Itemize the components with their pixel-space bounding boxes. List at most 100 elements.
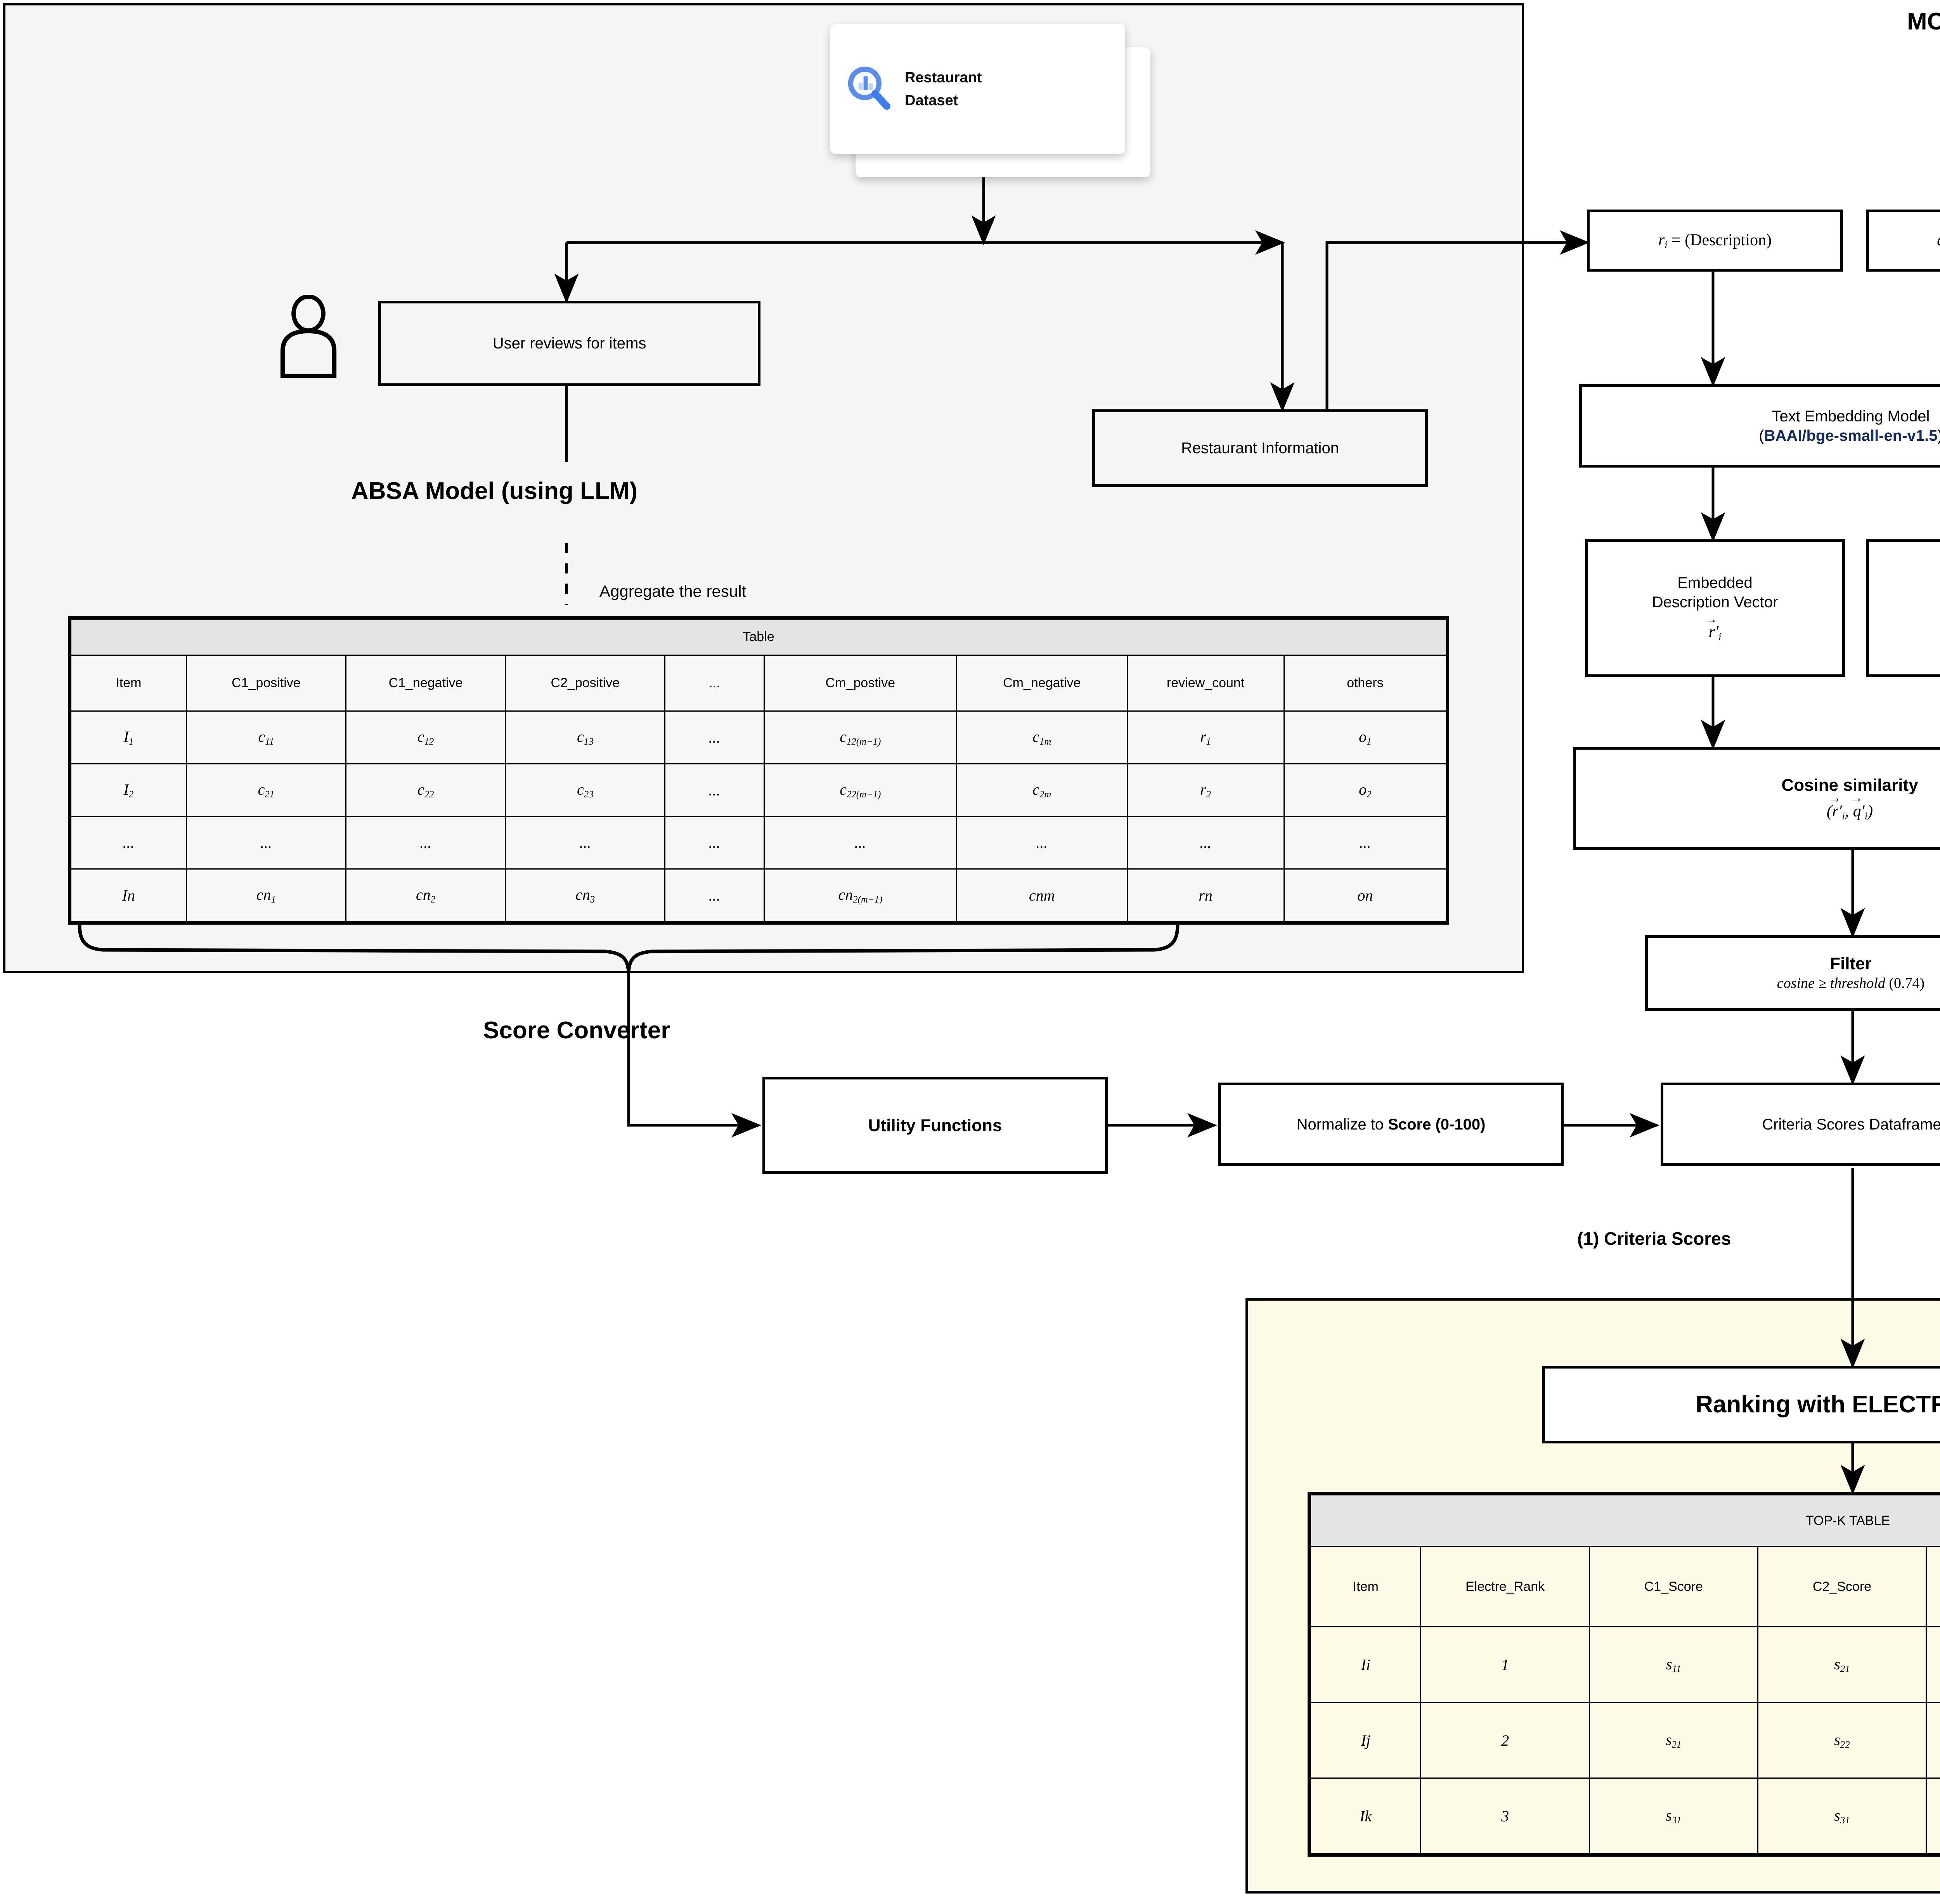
table-caption: TOP-K TABLE [1310, 1494, 1940, 1547]
table-cell: ... [345, 816, 506, 870]
filter-rule: cosine ≥ threshold (0.74) [1777, 974, 1924, 993]
table-cell: Ik [1310, 1778, 1422, 1854]
filter-box[interactable]: Filter cosine ≥ threshold (0.74) [1645, 935, 1940, 1011]
filter-threshold-value: (0.74) [1889, 975, 1925, 992]
table-header-cell: C1_Score [1588, 1546, 1758, 1628]
embedded-query-vector-box[interactable]: Embedded Query Vector q′i [1866, 539, 1940, 677]
table-cell: c12 [345, 710, 506, 764]
normalize-score-label: Normalize to Score (0-100) [1297, 1115, 1486, 1134]
table-header-cell: others [1283, 654, 1447, 712]
text-embedding-model-title: Text Embedding Model [1772, 407, 1930, 425]
ranking-electre-box[interactable]: Ranking with ELECTRE-III [1542, 1366, 1940, 1443]
embedded-description-vector-box[interactable]: Embedded Description Vector r′i [1585, 539, 1845, 677]
table-cell: ... [505, 816, 666, 870]
embedding-model-name: BAAI/bge-small-en-v1.5 [1764, 427, 1938, 444]
description-input-box[interactable]: ri = (Description) [1587, 210, 1843, 272]
restaurant-information-label: Restaurant Information [1181, 440, 1339, 457]
normalize-score-box[interactable]: Normalize to Score (0-100) [1218, 1083, 1564, 1166]
table-cell: s21 [1588, 1702, 1758, 1779]
normalize-prefix: Normalize to [1296, 1116, 1388, 1133]
normalize-bold: Score (0-100) [1388, 1116, 1486, 1133]
table-cell: In [70, 868, 187, 922]
table-cell: Ij [1310, 1702, 1422, 1779]
table-cell: cn2 [345, 868, 506, 922]
table-cell: ... [664, 763, 765, 817]
table-cell: s22 [1757, 1702, 1927, 1779]
chat-query-formula: qi = (Chat Query) [1937, 230, 1940, 251]
restaurant-information-box[interactable]: Restaurant Information [1092, 409, 1428, 487]
table-cell: s21 [1757, 1626, 1927, 1703]
table-header-cell: Electre_Rank [1420, 1546, 1590, 1628]
table-header-cell: review_count [1126, 654, 1285, 712]
absa-model-title: ABSA Model (using LLM) [351, 478, 638, 504]
dataset-card-line1: Restaurant [905, 69, 982, 86]
table-row: ........................... [70, 816, 1447, 870]
dataset-card-line2: Dataset [905, 92, 958, 109]
utility-functions-box[interactable]: Utility Functions [762, 1077, 1108, 1174]
criteria-scores-dataframe-label: Criteria Scores Dataframe [1762, 1116, 1940, 1133]
table-header-cell: ... [664, 654, 765, 712]
text-embedding-model-box[interactable]: Text Embedding Model (BAAI/bge-small-en-… [1579, 384, 1940, 468]
table-header-cell: C1_negative [345, 654, 506, 712]
table-cell: 3 [1420, 1778, 1590, 1854]
table-cell: ... [956, 816, 1128, 870]
table-header-cell: C1_positive [185, 654, 346, 712]
table-cell: ... [1283, 816, 1447, 870]
table-cell: c1m [956, 710, 1128, 764]
table-cell: c23 [505, 763, 666, 817]
table-cell: I1 [70, 710, 187, 764]
table-cell: rn [1126, 868, 1285, 922]
table-header-cell: Cm_negative [956, 654, 1128, 712]
criteria-scores-flow-label: (1) Criteria Scores [1577, 1228, 1731, 1249]
table-cell: 2 [1420, 1702, 1590, 1779]
table-cell: cn1 [185, 868, 346, 922]
table-cell: ... [1126, 816, 1285, 870]
table-cell: ... [1926, 1778, 1940, 1854]
ranking-electre-label: Ranking with ELECTRE-III [1696, 1391, 1940, 1418]
aggregate-result-label: Aggregate the result [599, 582, 747, 600]
table-cell: s31 [1588, 1778, 1758, 1854]
table-header-cell: Cm_postive [763, 654, 957, 712]
filter-title: Filter [1830, 954, 1872, 974]
table-cell: c2m [956, 763, 1128, 817]
user-reviews-box[interactable]: User reviews for items [378, 301, 760, 386]
table-cell: c22(m−1) [763, 763, 957, 817]
text-embedding-model-subtitle: (BAAI/bge-small-en-v1.5) [1759, 427, 1940, 444]
cosine-similarity-box[interactable]: Cosine similarity (r′i, q′i) [1573, 747, 1940, 850]
embedded-description-symbol: r′i [1709, 622, 1722, 643]
table-cell: c13 [505, 710, 666, 764]
table-cell: on [1283, 868, 1447, 922]
table-header-cell: Item [70, 654, 187, 712]
table-cell: ... [664, 868, 765, 922]
table-cell: ... [1926, 1626, 1940, 1703]
table-header-row: ItemElectre_RankC1_ScoreC2_Score...Cn_Sc… [1310, 1546, 1940, 1628]
table-header-cell: ... [1926, 1546, 1940, 1628]
table-cell: cnm [956, 868, 1128, 922]
score-converter-title: Score Converter [483, 1017, 670, 1044]
dataset-card: Restaurant Dataset [830, 24, 1125, 154]
filter-rule-expression: cosine ≥ threshold [1777, 975, 1885, 992]
table-cell: c11 [185, 710, 346, 764]
table-cell: ... [1926, 1702, 1940, 1779]
cosine-similarity-args: (r′i, q′i) [1827, 801, 1873, 823]
table-header-cell: C2_Score [1757, 1546, 1927, 1628]
criteria-scores-dataframe-box[interactable]: Criteria Scores Dataframe [1661, 1083, 1940, 1166]
table-cell: I2 [70, 763, 187, 817]
embedded-description-line1: Embedded [1677, 574, 1753, 592]
table-cell: ... [185, 816, 346, 870]
table-cell: c22 [345, 763, 506, 817]
chat-query-input-box[interactable]: qi = (Chat Query) [1866, 210, 1940, 272]
description-formula: ri = (Description) [1658, 231, 1772, 250]
table-cell: ... [70, 816, 187, 870]
table-cell: ... [763, 816, 957, 870]
table-cell: s11 [1588, 1626, 1758, 1703]
